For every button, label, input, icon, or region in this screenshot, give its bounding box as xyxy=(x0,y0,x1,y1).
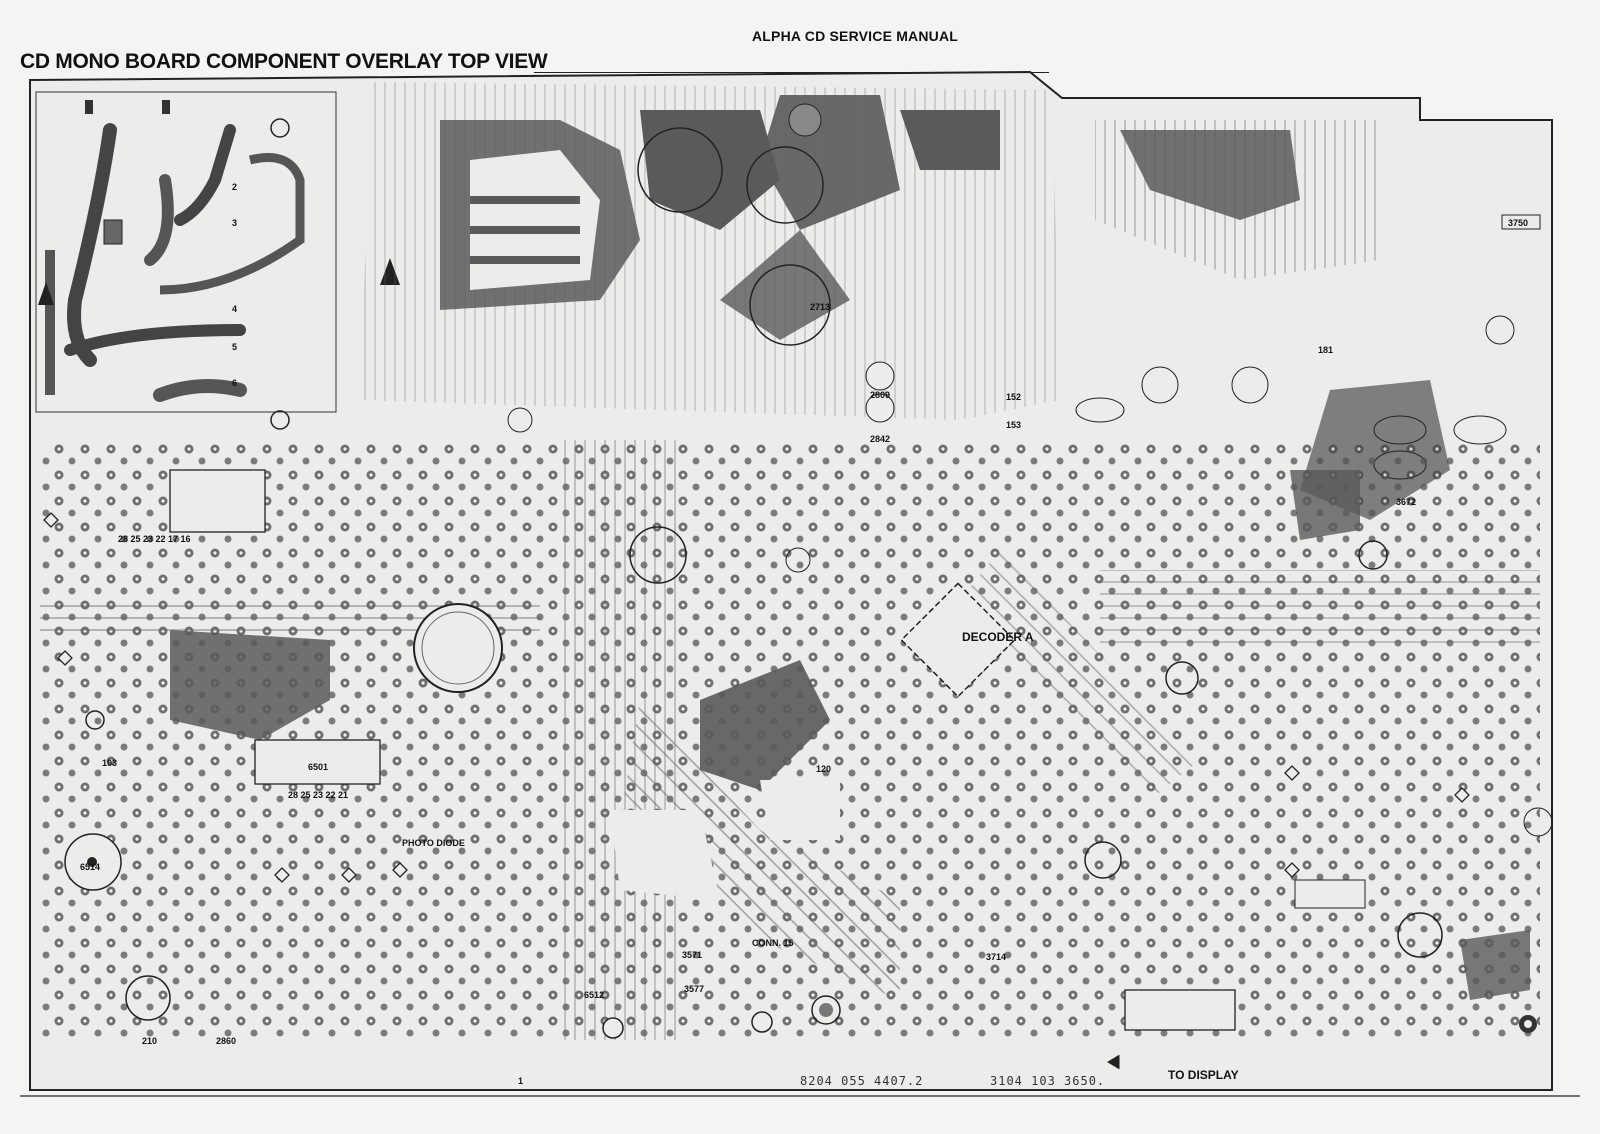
component-ref: 2860 xyxy=(216,1036,237,1046)
component-ref: 153 xyxy=(1006,420,1022,430)
component-ref: 3672 xyxy=(1396,497,1417,507)
component-ref: 210 xyxy=(142,1036,158,1046)
page-title: CD MONO BOARD COMPONENT OVERLAY TOP VIEW xyxy=(20,50,548,73)
pin-number: 3 xyxy=(232,218,238,228)
component-ref: 2713 xyxy=(810,302,831,312)
serial-number: 8204 055 4407.2 xyxy=(800,1074,924,1088)
title-underline xyxy=(534,72,1049,73)
photo-diode-label: PHOTO DIODE xyxy=(402,838,465,848)
decoder-ic xyxy=(900,582,1016,698)
component-ref: 3571 xyxy=(682,950,703,960)
component-ref: 103 xyxy=(102,758,118,768)
decoder-label: DECODER A xyxy=(962,630,1034,644)
component-ref: 6512 xyxy=(584,990,605,1000)
pin-number: 6 xyxy=(232,378,238,388)
part-number: 3104 103 3650. xyxy=(990,1074,1106,1088)
component-ref: 2809 xyxy=(870,390,891,400)
component-ref: 3577 xyxy=(684,984,705,994)
main-board-traces xyxy=(40,440,1553,1069)
pin-row-label-2: 28 25 23 22 17 16 xyxy=(118,534,191,544)
component-ref: 3714 xyxy=(986,952,1007,962)
manual-header: ALPHA CD SERVICE MANUAL xyxy=(752,28,959,44)
page-mark: 1 xyxy=(518,1076,524,1086)
component-ref: 6514 xyxy=(80,862,101,872)
pin-row-label: 28 25 23 22 21 xyxy=(288,790,349,800)
pin-number: 5 xyxy=(232,342,238,352)
component-ref: 2842 xyxy=(870,434,891,444)
component-ref: 181 xyxy=(1318,345,1334,355)
to-display-label: TO DISPLAY xyxy=(1168,1068,1239,1082)
component-ref: 120 xyxy=(816,764,832,774)
component-ref: 6501 xyxy=(308,762,329,772)
component-ref: 152 xyxy=(1006,392,1022,402)
connector-label: CONN. 15 xyxy=(752,938,794,948)
pin-number: 4 xyxy=(232,304,238,314)
corner-ref-label: 3750 xyxy=(1508,218,1529,228)
power-section xyxy=(360,82,1060,433)
pin-number: 2 xyxy=(232,182,238,192)
